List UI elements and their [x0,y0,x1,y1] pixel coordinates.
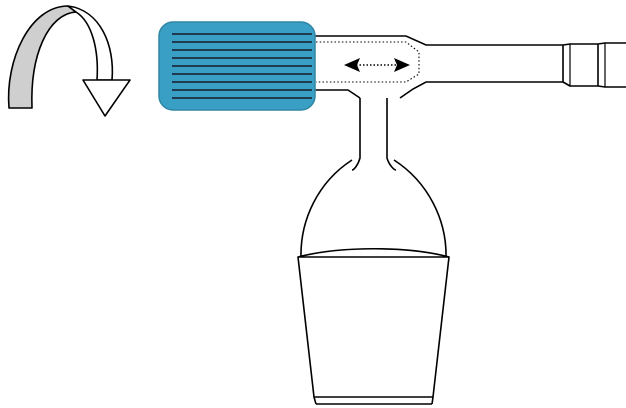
neck-outline [351,98,397,171]
rotation-arrow-icon [7,5,131,117]
knob-grooves [172,33,312,99]
cup-rim [297,247,450,258]
vertical-neck [351,98,397,171]
knurled-knob [158,21,316,111]
horizontal-tube [313,35,626,99]
double-arrow-head-right [394,58,410,72]
bulb-outline [300,159,447,259]
bulb-chamber [300,159,447,259]
cup-container [297,247,450,405]
tube-connector [562,42,626,88]
double-arrow-icon [344,58,410,72]
rotation-arrow-shaft [67,5,114,81]
rotation-arrow-band [7,5,77,109]
rotation-arrow-head [82,79,131,117]
tube-outline [313,35,563,99]
slide-path-dotted [316,41,420,83]
cup-base-sides [313,396,434,405]
double-arrow-head-left [344,58,360,72]
cup-body [297,256,450,398]
